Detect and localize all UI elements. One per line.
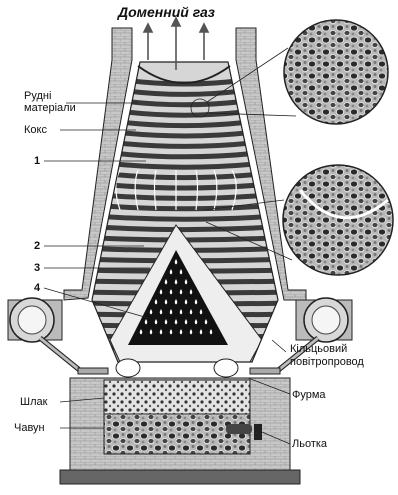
label-coke: Кокс bbox=[24, 124, 47, 136]
label-ore-materials-2: матеріали bbox=[24, 102, 76, 114]
zoom-circle-lower bbox=[283, 165, 393, 275]
label-ring-pipe-2: повітропровод bbox=[290, 356, 364, 368]
label-zone-3: 3 bbox=[34, 262, 40, 274]
label-zone-2: 2 bbox=[34, 240, 40, 252]
taphole bbox=[254, 424, 262, 440]
left-bustle-pipe bbox=[8, 298, 108, 374]
taphole-channel bbox=[226, 424, 252, 434]
label-slag: Шлак bbox=[20, 396, 47, 408]
diagram-title: Доменний газ bbox=[118, 4, 215, 20]
label-taphole: Льотка bbox=[292, 438, 327, 450]
slag-layer bbox=[104, 380, 250, 414]
iron-layer bbox=[104, 414, 250, 454]
label-ring-pipe-1: Кільцьовий bbox=[290, 343, 347, 355]
foundation bbox=[60, 470, 300, 484]
label-zone-4: 4 bbox=[34, 282, 40, 294]
label-zone-1: 1 bbox=[34, 155, 40, 167]
label-cast-iron: Чавун bbox=[14, 422, 45, 434]
label-tuyere: Фурма bbox=[292, 389, 326, 401]
zoom-circle-upper bbox=[284, 20, 388, 124]
label-ore-materials-1: Рудні bbox=[24, 90, 51, 102]
